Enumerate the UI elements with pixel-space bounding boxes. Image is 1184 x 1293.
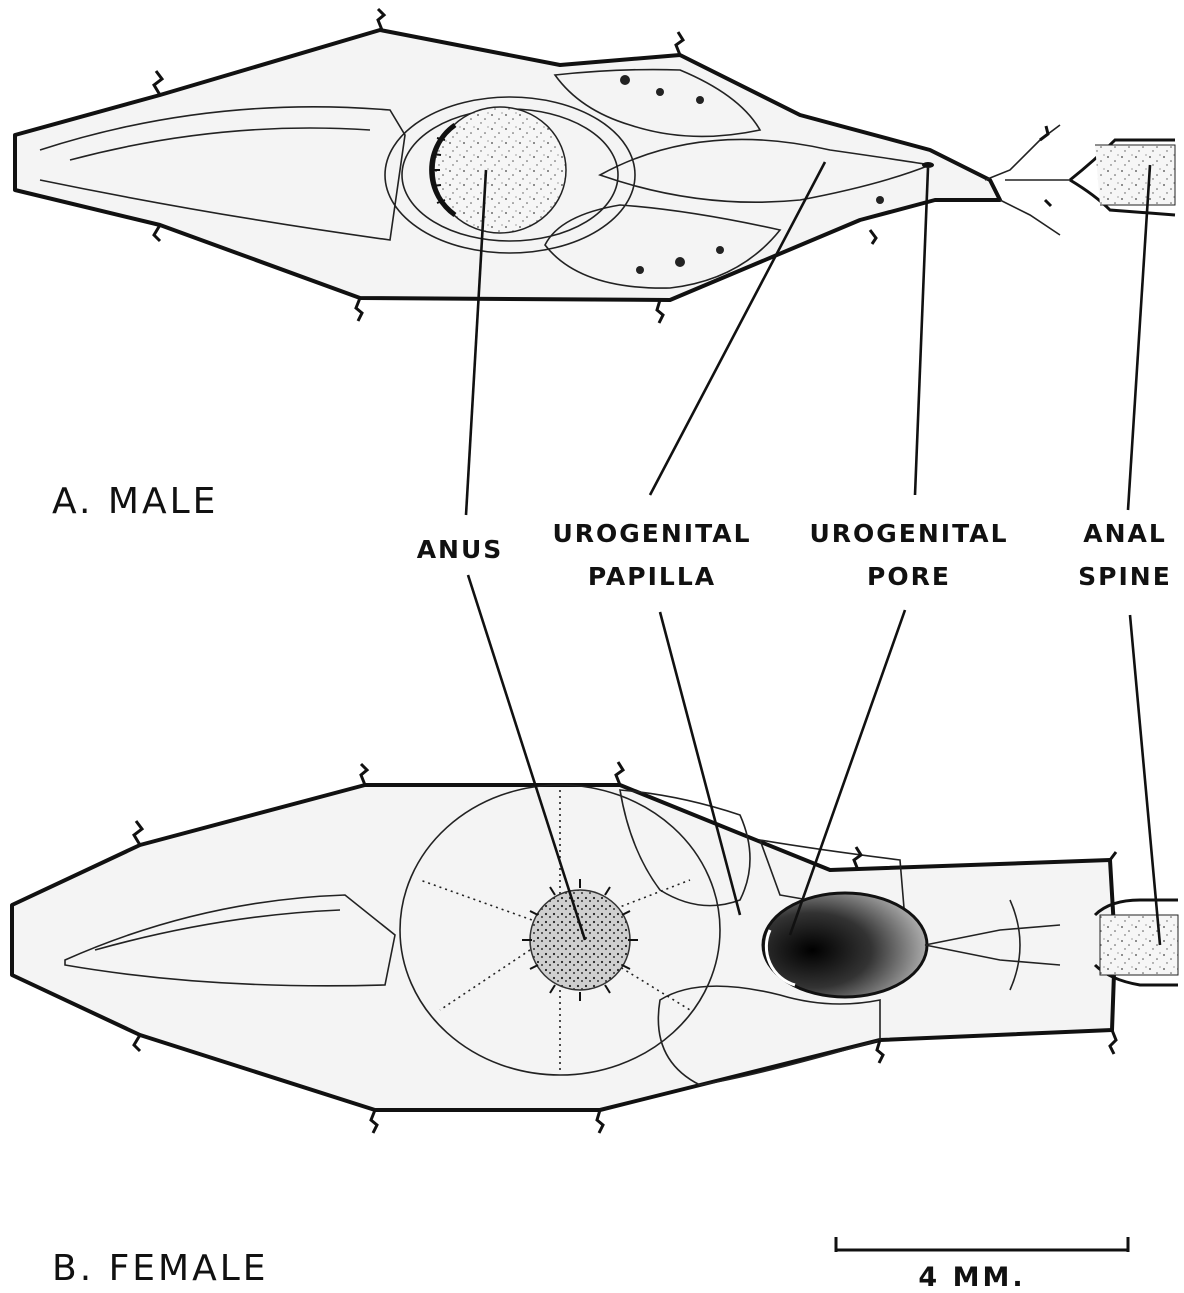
scale-bar-label: 4 MM. xyxy=(918,1262,1025,1293)
scale-bar: 4 MM. xyxy=(836,1237,1128,1293)
male-fish-body xyxy=(15,30,1175,300)
panel-label-male: A. MALE xyxy=(52,481,218,522)
callout-urogenital-pore-line1: UROGENITAL xyxy=(809,519,1008,548)
callout-urogenital-papilla-line2: PAPILLA xyxy=(588,562,716,591)
callout-anus: ANUS xyxy=(417,535,504,564)
callout-anal-spine-line2: SPINE xyxy=(1078,562,1172,591)
callout-urogenital-papilla-line1: UROGENITAL xyxy=(552,519,751,548)
pore-leader-male xyxy=(915,168,928,495)
spine-leader-female xyxy=(1130,615,1160,945)
callout-urogenital-pore-line2: PORE xyxy=(867,562,951,591)
callout-anal-spine-line1: ANAL xyxy=(1083,519,1167,548)
spine-leader-male xyxy=(1128,165,1150,510)
panel-label-female: B. FEMALE xyxy=(52,1248,269,1289)
male-anus xyxy=(430,107,566,233)
